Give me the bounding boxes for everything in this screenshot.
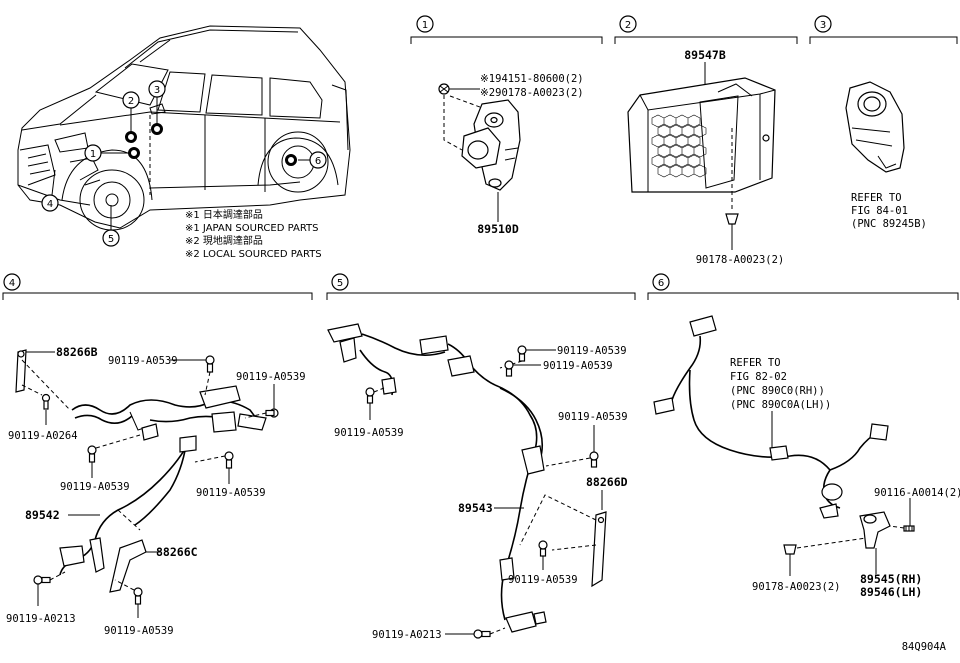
part-label-88266D: 88266D [586,475,628,489]
bolt-icon [438,83,450,95]
bolt-icon [725,213,739,225]
section-3: REFER TO FIG 84-01 (PNC 89245B) [845,81,927,230]
bolt-label-a0023: 90178-A0023(2) [752,581,841,593]
location-marker-6: 6 [285,151,327,169]
bracket-icon [109,539,147,593]
bolt-icon [517,345,527,362]
part-label-89546: 89546(LH) [860,585,922,599]
speed-sensor-icon [859,511,891,549]
svg-text:3: 3 [154,85,160,96]
svg-text:5: 5 [337,278,343,289]
bolt-icon [504,360,514,377]
bolt-label-a0539-3: 90119-A0539 [334,427,404,439]
section-4: 88266B 90119-A0264 [6,345,306,637]
bolt-label-a0539-4: 90119-A0539 [196,487,266,499]
steering-sensor-icon [845,81,905,173]
section-header-2: 2 [614,15,798,44]
note-local-en: ※2 LOCAL SOURCED PARTS [185,249,322,260]
bolt-icon [538,540,548,557]
bolt-label-a0213: 90119-A0213 [6,613,76,625]
ref-line-3: (PNC 890C0(RH)) [730,385,825,397]
ref-line-1: REFER TO [851,192,902,204]
bolt-icon [589,451,599,468]
bolt-label-a0264: 90119-A0264 [8,430,78,442]
ref-line-4: (PNC 890C0A(LH)) [730,399,831,411]
vehicle-illustration [17,25,351,231]
svg-text:2: 2 [625,20,631,31]
part-label-89542: 89542 [25,508,60,522]
bolt-icon [205,355,215,373]
section-1: ※194151-80600(2) ※290178-A0023(2) 89510D [438,73,584,236]
svg-text:4: 4 [9,278,15,289]
svg-text:2: 2 [128,96,134,107]
section-2: 89547B 90178-A0023(2) [627,48,785,266]
location-marker-1: 1 [84,144,140,162]
section-header-6: 6 [647,273,959,300]
bolt-label-a0213: 90119-A0213 [372,629,442,641]
bolt-icon [265,408,279,418]
part-label-89547B: 89547B [684,48,726,62]
svg-text:6: 6 [315,156,321,167]
bolt-label-a0539-1: 90119-A0539 [108,355,178,367]
part-label-88266C: 88266C [156,545,198,559]
bracket-icon [591,511,607,588]
bolt-label-2: ※290178-A0023(2) [480,87,584,99]
bolt-icon [87,445,97,463]
svg-text:1: 1 [422,20,428,31]
svg-text:1: 1 [90,149,96,160]
location-marker-2: 2 [122,91,140,143]
ref-line-2: FIG 84-01 [851,205,908,217]
bolt-icon [41,393,51,410]
height-sensor-icon [461,99,521,191]
bolt-icon [903,525,915,532]
bolt-icon [33,575,51,585]
location-marker-4: 4 [41,169,59,212]
section-6: REFER TO FIG 82-02 (PNC 890C0(RH)) (PNC … [653,315,960,599]
svg-text:4: 4 [47,199,53,210]
part-label-88266B: 88266B [56,345,98,359]
bolt-label-a0539-4: 90119-A0539 [558,411,628,423]
bracket-icon [15,349,27,393]
bolt-label-a0539-5: 90119-A0539 [104,625,174,637]
part-label-89543: 89543 [458,501,493,515]
bolt-icon [473,629,491,639]
bolt-label-a0539-1: 90119-A0539 [557,345,627,357]
note-japan-jp: ※1 日本調達部品 [185,208,263,221]
sensor-harness-icon [327,323,547,633]
section-header-1: 1 [410,15,603,44]
section-5: 90119-A0539 90119-A0539 90119-A0539 9011… [327,323,628,641]
part-label-89510D: 89510D [477,222,519,236]
bolt-icon [224,451,234,469]
bolt-label-90178: 90178-A0023(2) [696,254,785,266]
sensor-harness-icon [59,385,267,576]
bolt-icon [133,587,143,605]
note-japan-en: ※1 JAPAN SOURCED PARTS [185,223,319,234]
part-label-89545: 89545(RH) [860,572,922,586]
ref-line-2: FIG 82-02 [730,371,787,383]
section-header-5: 5 [326,273,636,300]
section-header-3: 3 [809,15,958,44]
bolt-label-a0014: 90116-A0014(2) [874,487,960,499]
sensor-harness-icon [653,315,889,519]
section-header-4: 4 [2,273,313,300]
note-local-jp: ※2 現地調達部品 [185,234,263,247]
ecu-module-icon [627,77,776,193]
svg-text:3: 3 [820,20,826,31]
ref-line-1: REFER TO [730,357,781,369]
location-marker-3: 3 [148,80,166,135]
figure-code: 84Q904A [902,641,947,653]
svg-text:5: 5 [108,234,114,245]
bolt-icon [365,387,375,404]
svg-text:6: 6 [658,278,664,289]
ref-line-3: (PNC 89245B) [851,218,927,230]
bolt-label-a0539-5: 90119-A0539 [508,574,578,586]
bolt-label-a0539-2: 90119-A0539 [543,360,613,372]
bolt-label-1: ※194151-80600(2) [480,73,584,85]
bolt-label-a0539-2: 90119-A0539 [236,371,306,383]
location-marker-5: 5 [102,205,120,247]
bolt-label-a0539-3: 90119-A0539 [60,481,130,493]
bolt-icon [783,544,797,555]
